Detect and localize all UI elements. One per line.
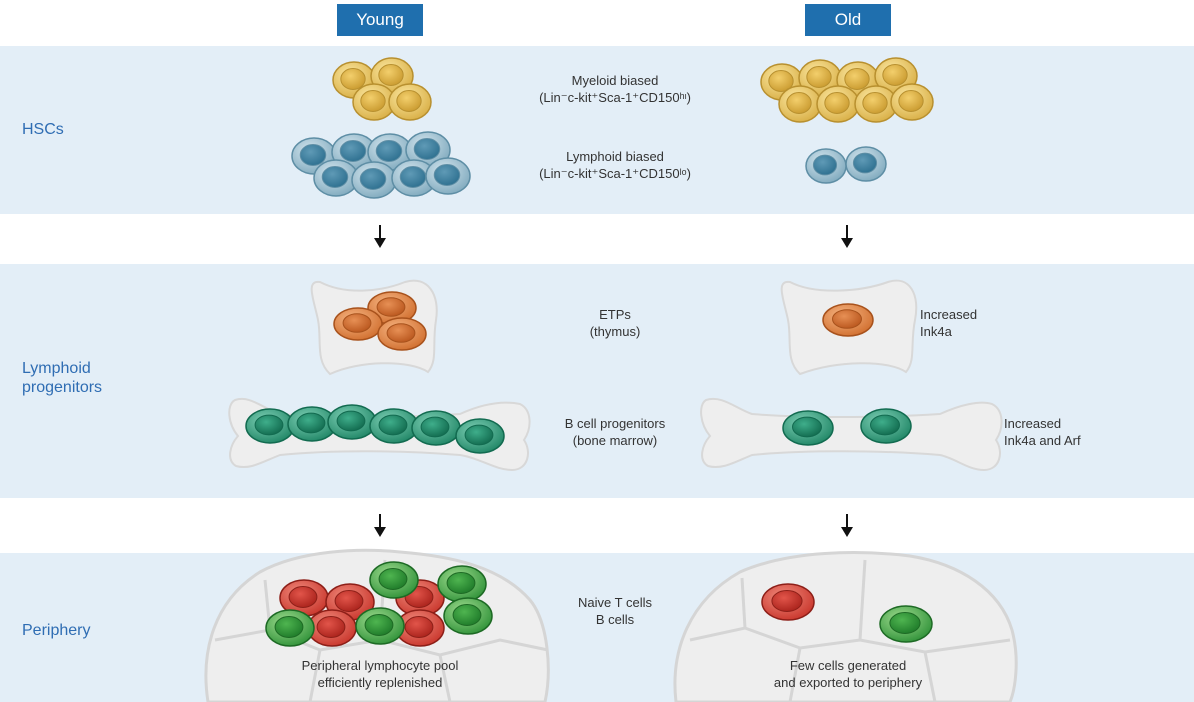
myeloid-hsc-cell — [816, 85, 860, 123]
young-periphery-label: Peripheral lymphocyte pool efficiently r… — [250, 657, 510, 691]
naive-t-cell — [761, 583, 815, 621]
old-tissue-lines — [689, 559, 1011, 702]
arrow-young-2 — [374, 514, 386, 537]
old-header: Old — [805, 4, 891, 36]
b-progenitor-cell — [782, 410, 834, 446]
etp-cell — [822, 303, 874, 337]
myeloid-label-line-2: (Lin⁻c-kit⁺Sca-1⁺CD150ʰᶦ) — [539, 90, 691, 105]
b-cell — [265, 609, 315, 647]
myeloid-hsc-cell — [854, 85, 898, 123]
arrow-old-2 — [841, 514, 853, 537]
b-cell — [355, 607, 405, 645]
b-progenitor-cell — [369, 408, 419, 444]
etp-cell — [333, 307, 383, 341]
etp-label-line-1: ETPs — [599, 307, 631, 322]
young-periphery-line-2: efficiently replenished — [317, 675, 443, 690]
myeloid-label: Myeloid biased (Lin⁻c-kit⁺Sca-1⁺CD150ʰᶦ) — [500, 72, 730, 106]
old-bone — [700, 397, 1003, 472]
b-cell — [437, 565, 487, 603]
periphery-center-line-1: Naive T cells — [578, 595, 652, 610]
etp-cell — [377, 317, 427, 351]
myeloid-hsc-cell — [778, 85, 822, 123]
row-label-line-1: Lymphoid — [22, 360, 91, 377]
row-label-periphery: Periphery — [22, 622, 91, 639]
arrow-old-1 — [841, 225, 853, 248]
old-etp-label-line-1: Increased — [920, 307, 978, 322]
naive-t-cell — [307, 609, 357, 647]
etp-label: ETPs (thymus) — [540, 306, 690, 340]
hsc-band — [0, 46, 1194, 214]
myeloid-hsc-cell — [890, 83, 934, 121]
lymphoid-hsc-cell — [313, 159, 359, 197]
row-label-line-2: progenitors — [22, 379, 103, 396]
lymphoid-hsc-cell — [845, 146, 887, 182]
old-bcell-label-line-1: Increased — [1004, 416, 1062, 431]
lymphoid-hsc-label-line-1: Lymphoid biased — [566, 149, 664, 164]
b-cell — [443, 597, 493, 635]
old-bcell-label: Increased Ink4a and Arf — [1004, 415, 1124, 449]
lymphoid-hsc-label-line-2: (Lin⁻c-kit⁺Sca-1⁺CD150ˡᵒ) — [539, 166, 691, 181]
b-cell — [879, 605, 933, 643]
lymphoid-hsc-cell — [351, 161, 397, 199]
young-header: Young — [337, 4, 423, 36]
old-periphery-line-1: Few cells generated — [789, 658, 907, 673]
row-label-lymphoid-progenitors: Lymphoid progenitors — [22, 359, 102, 397]
b-cell — [369, 561, 419, 599]
b-progenitor-cell — [245, 408, 295, 444]
myeloid-label-line-1: Myeloid biased — [571, 73, 659, 88]
lymphoid-hsc-label: Lymphoid biased (Lin⁻c-kit⁺Sca-1⁺CD150ˡᵒ… — [500, 148, 730, 182]
arrow-young-1 — [374, 225, 386, 248]
old-etp-label-line-2: Ink4a — [920, 324, 952, 339]
old-tissue-outline — [673, 551, 1018, 702]
periphery-center-label: Naive T cells B cells — [540, 594, 690, 628]
b-progenitor-cell — [411, 410, 461, 446]
row-label-hscs: HSCs — [22, 121, 64, 138]
lymphoid-hsc-cell — [425, 157, 471, 195]
young-periphery-line-1: Peripheral lymphocyte pool — [301, 658, 459, 673]
old-periphery-line-2: and exported to periphery — [773, 675, 923, 690]
myeloid-hsc-cell — [388, 83, 432, 121]
b-progenitor-cell — [860, 408, 912, 444]
b-progenitor-cell — [455, 418, 505, 454]
etp-label-line-2: (thymus) — [589, 324, 641, 339]
naive-t-cell — [279, 579, 329, 617]
old-bcell-label-line-2: Ink4a and Arf — [1004, 433, 1081, 448]
periphery-center-line-2: B cells — [595, 612, 635, 627]
b-progenitor-cell — [287, 406, 337, 442]
lymphoid-hsc-cell — [391, 159, 437, 197]
old-etp-label: Increased Ink4a — [920, 306, 1030, 340]
lymphoid-hsc-cell — [805, 148, 847, 184]
myeloid-hsc-cell — [352, 83, 396, 121]
bcell-progenitor-label-line-1: B cell progenitors — [564, 416, 666, 431]
old-periphery-label: Few cells generated and exported to peri… — [718, 657, 978, 691]
bcell-progenitor-label-line-2: (bone marrow) — [572, 433, 658, 448]
b-progenitor-cell — [327, 404, 377, 440]
bcell-progenitor-label: B cell progenitors (bone marrow) — [530, 415, 700, 449]
